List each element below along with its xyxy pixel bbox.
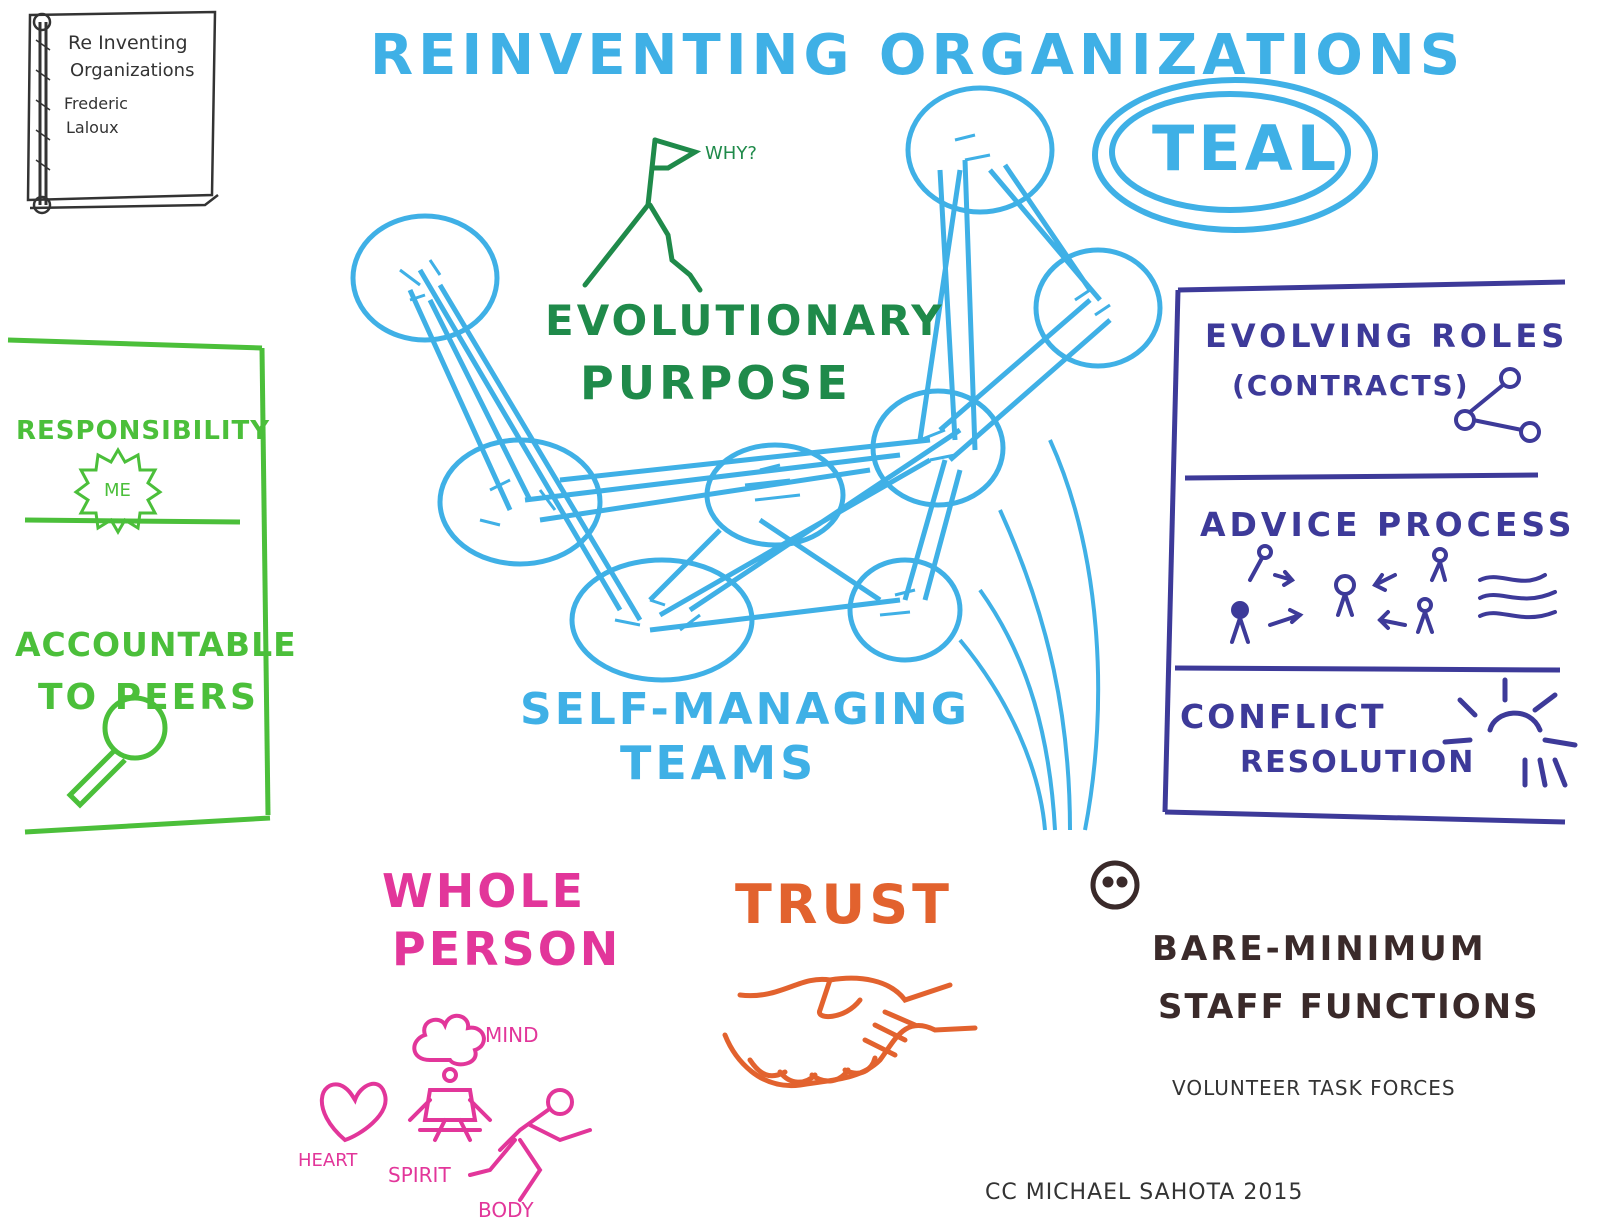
- heart-label: HEART: [298, 1150, 358, 1171]
- team-node: [905, 85, 1055, 215]
- volunteer-label: VOLUNTEER TASK FORCES: [1172, 1076, 1456, 1100]
- me-label: ME: [104, 480, 131, 501]
- flow-lines: [958, 439, 1101, 831]
- magnifier-icon: [66, 695, 168, 809]
- team-node: [1033, 247, 1163, 369]
- accountable-line2: TO PEERS: [38, 677, 259, 718]
- conflict-sun-icon: [1442, 677, 1578, 788]
- team-node: [350, 213, 500, 343]
- page-title: REINVENTING ORGANIZATIONS: [370, 23, 1466, 88]
- teams-line2: TEAMS: [620, 736, 818, 790]
- flag-icon: [582, 137, 703, 293]
- spirit-label: SPIRIT: [388, 1163, 451, 1187]
- whole-person-line2: PERSON: [392, 922, 622, 976]
- responsibility-label: RESPONSIBILITY: [16, 416, 271, 446]
- teams-line1: SELF-MANAGING: [520, 684, 970, 735]
- spirit-figure-icon: [408, 1088, 492, 1142]
- roles-line2: (CONTRACTS): [1232, 369, 1470, 402]
- me-starburst-icon: [73, 447, 163, 535]
- staff-line1: BARE-MINIMUM: [1152, 929, 1487, 969]
- roles-line1: EVOLVING ROLES: [1205, 317, 1569, 355]
- book-title-line1: Re Inventing: [68, 32, 188, 54]
- advice-figures-icon: [1230, 544, 1557, 644]
- staff-line2: STAFF FUNCTIONS: [1158, 987, 1540, 1027]
- advice-label: ADVICE PROCESS: [1200, 505, 1576, 544]
- whole-person-line1: WHOLE: [382, 864, 587, 918]
- roles-icon: [1454, 367, 1541, 443]
- body-label: BODY: [478, 1198, 534, 1222]
- book-icon: [26, 10, 219, 215]
- team-node: [437, 437, 603, 567]
- heart-icon: [319, 1081, 388, 1143]
- teal-ellipse: [1092, 77, 1378, 233]
- team-network: [350, 85, 1163, 683]
- whole-person-icons: [319, 1013, 592, 1202]
- accountable-line1: ACCOUNTABLE: [15, 625, 297, 664]
- conflict-line1: CONFLICT: [1180, 697, 1387, 736]
- purpose-line1: EVOLUTIONARY: [545, 296, 945, 345]
- conflict-line2: RESOLUTION: [1240, 745, 1476, 780]
- book-author-line2: Laloux: [66, 118, 119, 137]
- book-author-line1: Frederic: [64, 94, 128, 113]
- teal-label: TEAL: [1152, 112, 1341, 185]
- body-runner-icon: [468, 1108, 592, 1202]
- trust-label: TRUST: [735, 873, 953, 936]
- mind-label: MIND: [485, 1023, 539, 1047]
- book-title-line2: Organizations: [70, 60, 195, 81]
- left-panel-frame: [7, 337, 271, 835]
- credit-label: CC MICHAEL SAHOTA 2015: [985, 1180, 1304, 1205]
- brain-icon: [412, 1013, 486, 1067]
- smiley-icon: [1090, 860, 1140, 910]
- handshake-icon: [722, 975, 978, 1089]
- purpose-line2: PURPOSE: [580, 356, 852, 410]
- team-node: [847, 557, 963, 663]
- why-label: WHY?: [705, 143, 757, 164]
- right-panel-frame: [1162, 279, 1566, 825]
